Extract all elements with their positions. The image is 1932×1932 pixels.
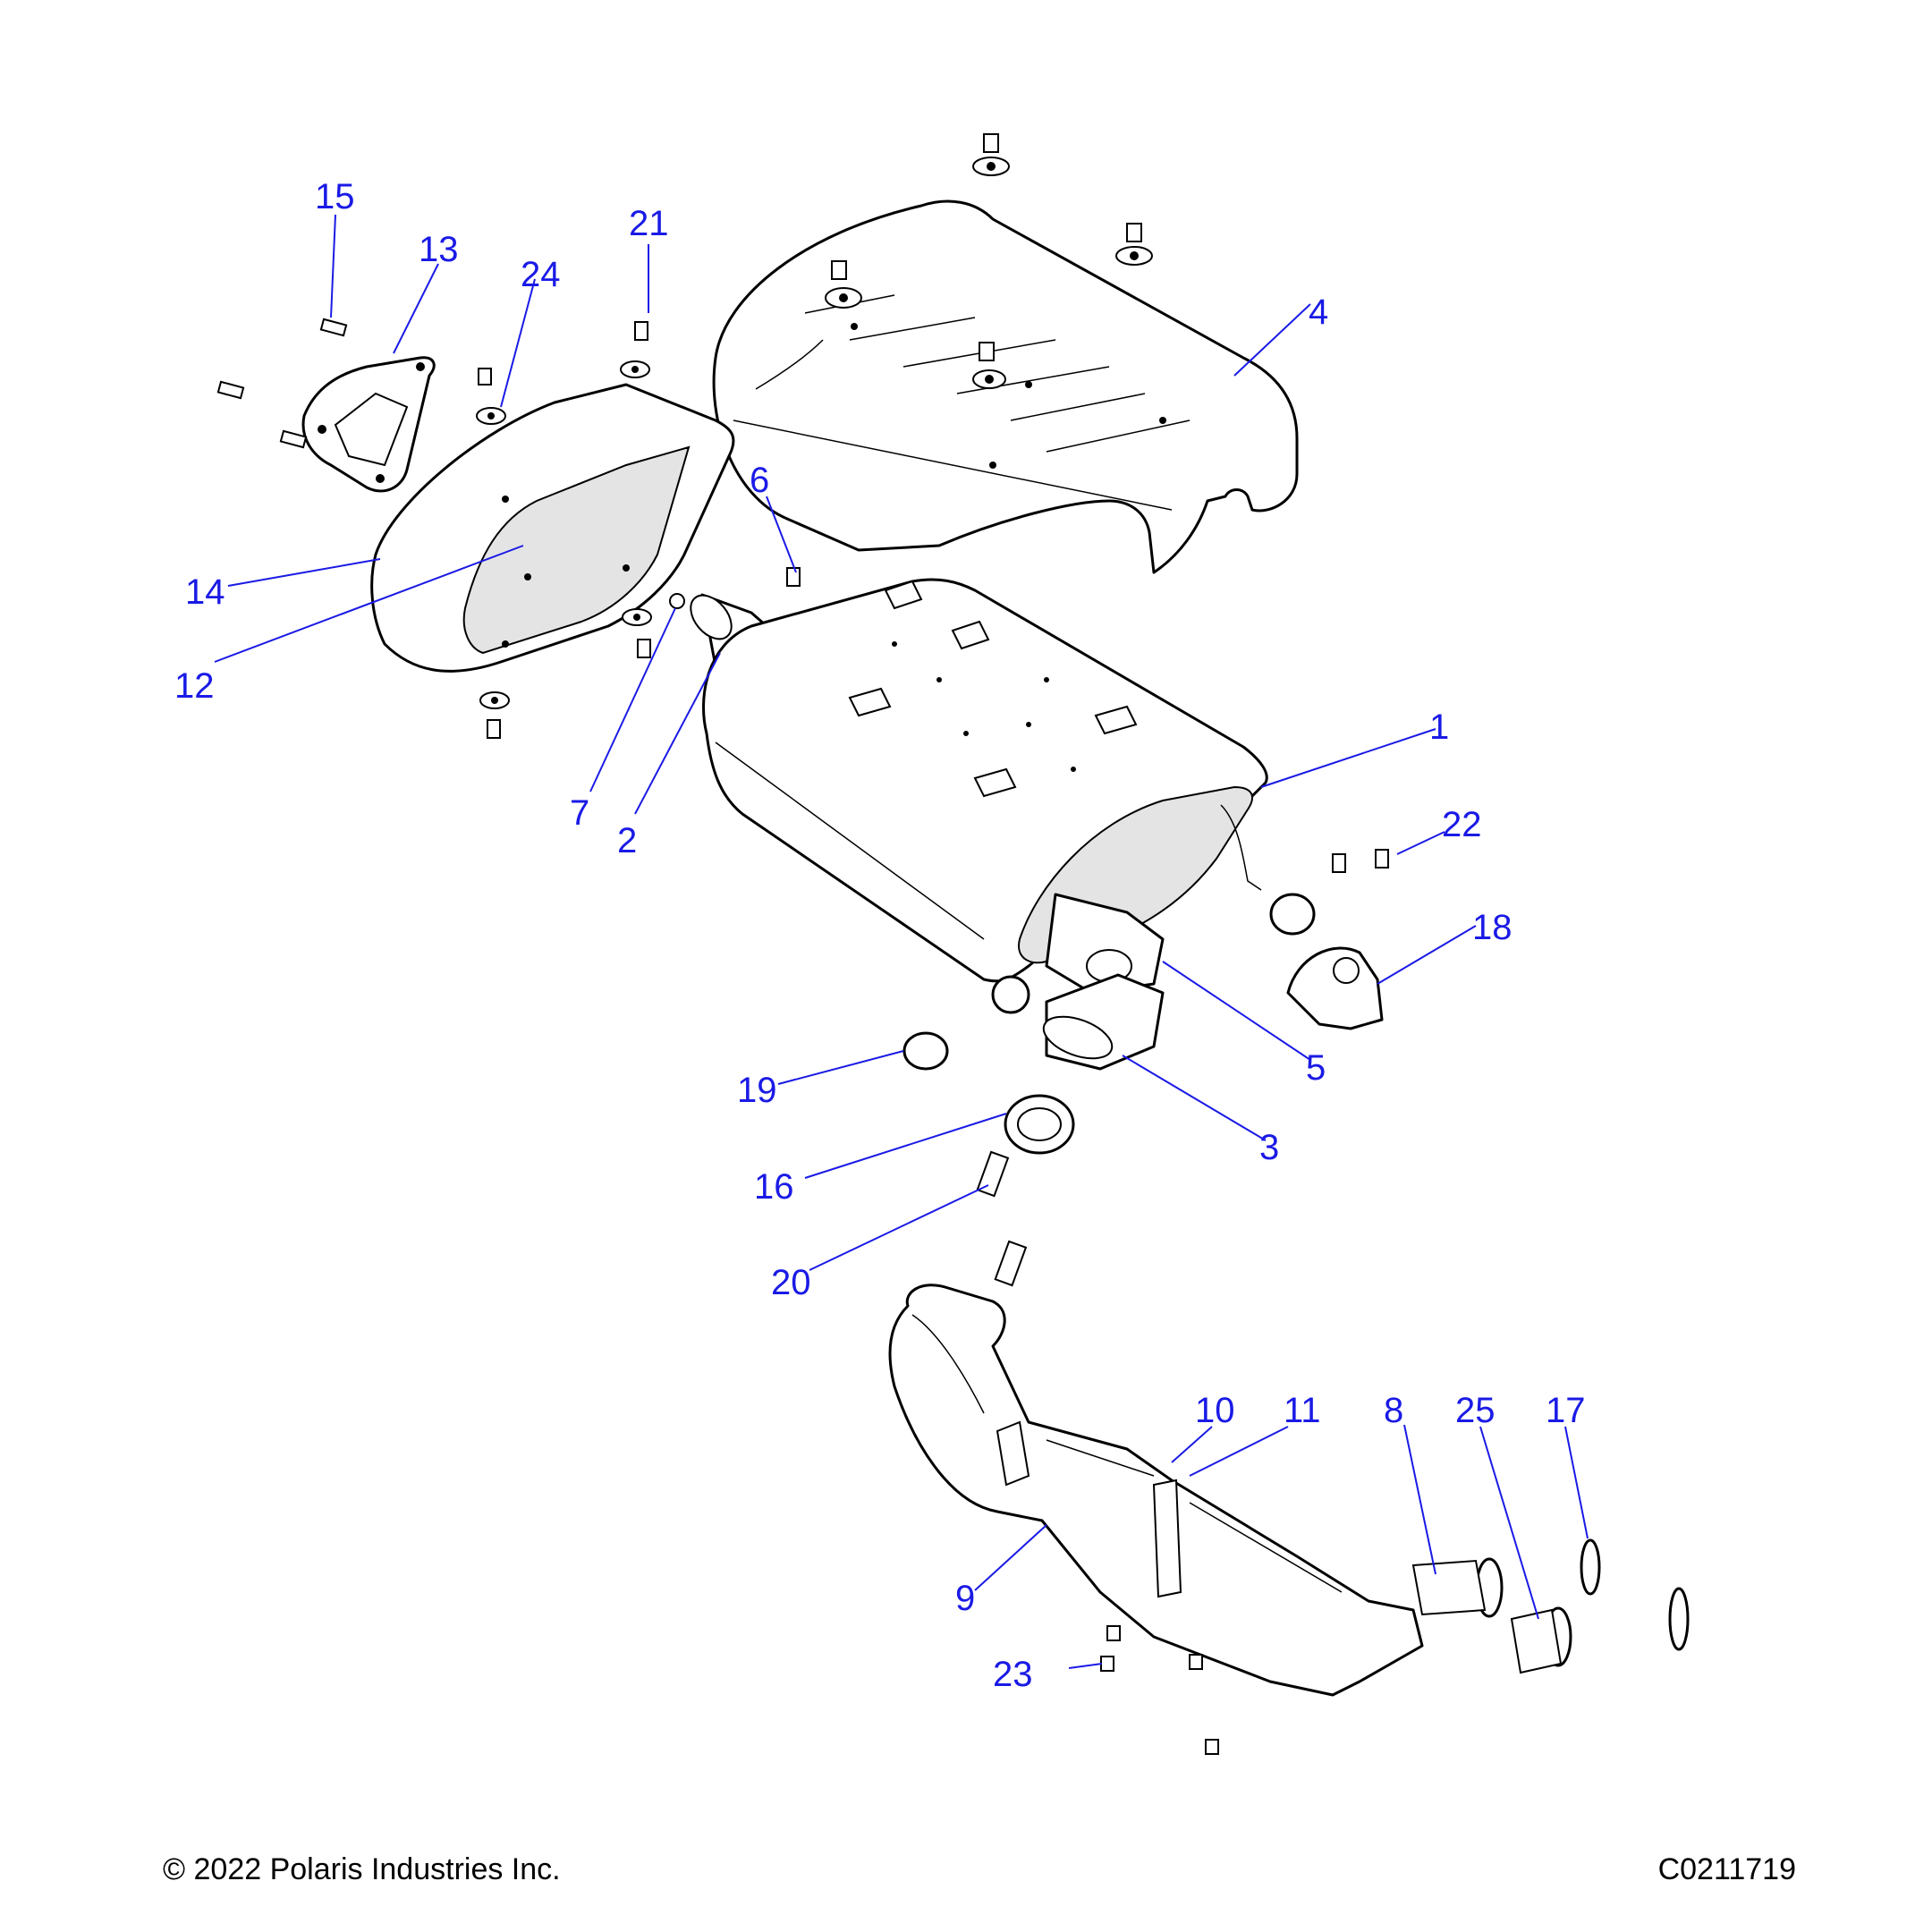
callout-2: 2 bbox=[617, 821, 637, 860]
clamp-ring-part-16 bbox=[1004, 1094, 1075, 1155]
outlet-flanges-part-8-25 bbox=[1411, 1557, 1572, 1674]
callout-19: 19 bbox=[737, 1071, 777, 1110]
callout-1: 1 bbox=[1429, 708, 1449, 747]
callout-18: 18 bbox=[1472, 908, 1513, 947]
bolt-icon bbox=[1115, 223, 1153, 266]
muffler-part-1 bbox=[702, 578, 1268, 983]
outlet-part-5 bbox=[1045, 893, 1165, 995]
callout-12: 12 bbox=[174, 666, 215, 706]
gasket-part-17 bbox=[1580, 1538, 1690, 1651]
callout-11: 11 bbox=[1284, 1391, 1321, 1430]
callout-23: 23 bbox=[993, 1655, 1033, 1694]
bolt-cluster-left bbox=[216, 318, 801, 739]
callout-21: 21 bbox=[629, 204, 669, 243]
callout-24: 24 bbox=[521, 255, 561, 294]
outlet-tip-part-3 bbox=[1042, 973, 1165, 1071]
bolt-icon bbox=[972, 342, 1006, 389]
bracket-part-18 bbox=[1286, 849, 1389, 1030]
callout-8: 8 bbox=[1384, 1391, 1403, 1430]
drawing-id: C0211719 bbox=[1657, 1852, 1796, 1886]
heat-shield-part-4 bbox=[712, 199, 1299, 574]
callout-3: 3 bbox=[1259, 1128, 1279, 1167]
nut-part-23 bbox=[1100, 1625, 1219, 1755]
grommet-part-19 bbox=[902, 893, 1316, 1071]
bolt-icon bbox=[972, 133, 1010, 176]
callout-15: 15 bbox=[315, 177, 355, 216]
bracket-part-13 bbox=[301, 356, 436, 493]
callout-16: 16 bbox=[754, 1167, 794, 1207]
callout-17: 17 bbox=[1546, 1391, 1586, 1430]
callout-13: 13 bbox=[419, 230, 459, 269]
callout-14: 14 bbox=[185, 572, 225, 612]
head-pipe-part-9 bbox=[888, 1284, 1424, 1697]
callout-10: 10 bbox=[1195, 1391, 1235, 1430]
callout-4: 4 bbox=[1309, 292, 1328, 332]
callout-25: 25 bbox=[1455, 1391, 1496, 1430]
callout-9: 9 bbox=[955, 1579, 975, 1618]
copyright-notice: © 2022 Polaris Industries Inc. bbox=[163, 1852, 561, 1886]
bolt-icon bbox=[825, 260, 862, 309]
callout-6: 6 bbox=[750, 461, 769, 500]
callout-5: 5 bbox=[1306, 1048, 1326, 1088]
callout-22: 22 bbox=[1442, 805, 1482, 844]
heat-shield-part-14 bbox=[370, 383, 735, 673]
callout-20: 20 bbox=[771, 1263, 811, 1302]
leader-lines bbox=[214, 214, 1589, 1669]
spring-part-20 bbox=[976, 1150, 1028, 1287]
heat-shield-bolts bbox=[825, 133, 1153, 389]
callout-labels: 1 2 3 4 5 6 7 8 9 10 11 12 13 14 15 16 1… bbox=[174, 177, 1586, 1694]
callout-7: 7 bbox=[570, 793, 589, 833]
